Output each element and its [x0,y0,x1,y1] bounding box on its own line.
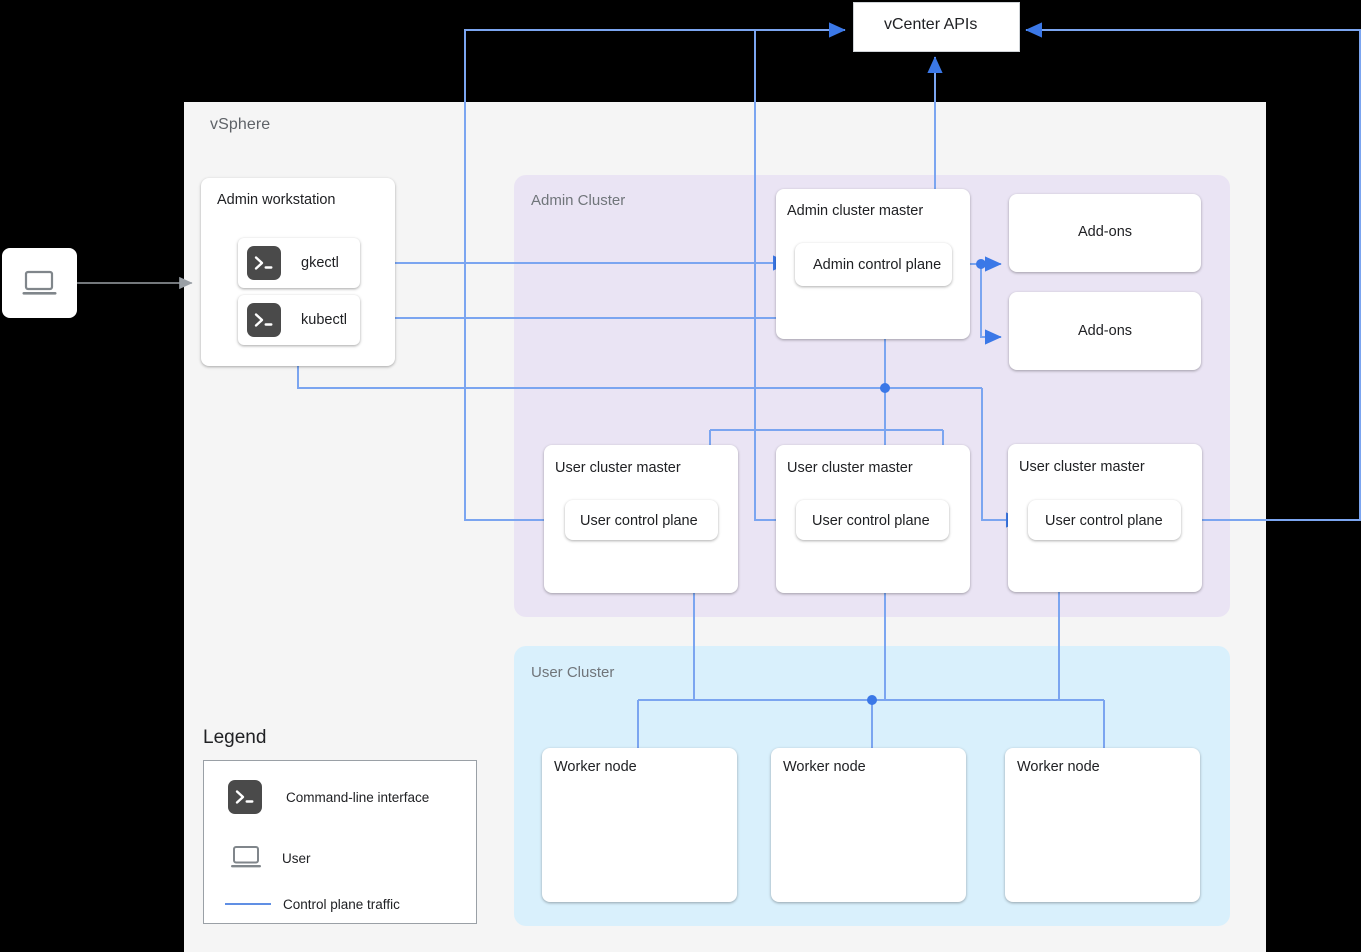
terminal-icon [247,246,281,280]
vsphere-label: vSphere [210,116,271,133]
legend-item-user: User [230,845,311,871]
cli-chip-kubectl[interactable]: kubectl [238,295,360,345]
line-swatch-icon [224,896,272,912]
addons-label: Add-ons [1078,323,1133,339]
addons-card-2 [1009,292,1201,370]
admin-cluster-label: Admin Cluster [531,192,626,209]
cli-chip-label: kubectl [301,312,347,328]
legend-title: Legend [203,727,267,748]
laptop-icon [22,270,58,303]
terminal-icon [247,303,281,337]
admin-control-plane-card[interactable] [795,243,952,286]
worker-node-card-2 [771,748,966,902]
vcenter-apis-label: vCenter APIs [884,16,978,33]
cli-chip-gkectl[interactable]: gkectl [238,238,360,288]
worker-node-title: Worker node [554,759,637,775]
legend-item-label: User [282,850,311,866]
user-control-plane-card-1[interactable] [565,500,718,540]
worker-node-card-3 [1005,748,1200,902]
user-cluster-master-title: User cluster master [1019,459,1145,475]
worker-node-title: Worker node [783,759,866,775]
legend-item-cli: Command-line interface [228,780,429,814]
addons-label: Add-ons [1078,224,1133,240]
vcenter-apis-box[interactable] [853,2,1020,52]
admin-control-plane-label: Admin control plane [813,257,942,273]
worker-node-card-1 [542,748,737,902]
terminal-icon [228,780,262,814]
user-control-plane-card-3[interactable] [1028,500,1181,540]
user-control-plane-label: User control plane [812,513,930,529]
addons-card-1 [1009,194,1201,272]
legend-item-traffic: Control plane traffic [224,896,400,912]
legend-item-label: Control plane traffic [283,896,400,912]
user-cluster-master-title: User cluster master [787,460,913,476]
worker-node-title: Worker node [1017,759,1100,775]
admin-cluster-master-title: Admin cluster master [787,203,924,219]
user-control-plane-card-2[interactable] [796,500,949,540]
cli-chip-label: gkectl [301,255,339,271]
user-control-plane-label: User control plane [1045,513,1163,529]
legend-item-label: Command-line interface [286,789,430,805]
laptop-icon [230,845,264,871]
admin-workstation-title: Admin workstation [217,192,336,208]
user-control-plane-label: User control plane [580,513,698,529]
user-cluster-master-title: User cluster master [555,460,681,476]
user-cluster-label: User Cluster [531,664,615,681]
